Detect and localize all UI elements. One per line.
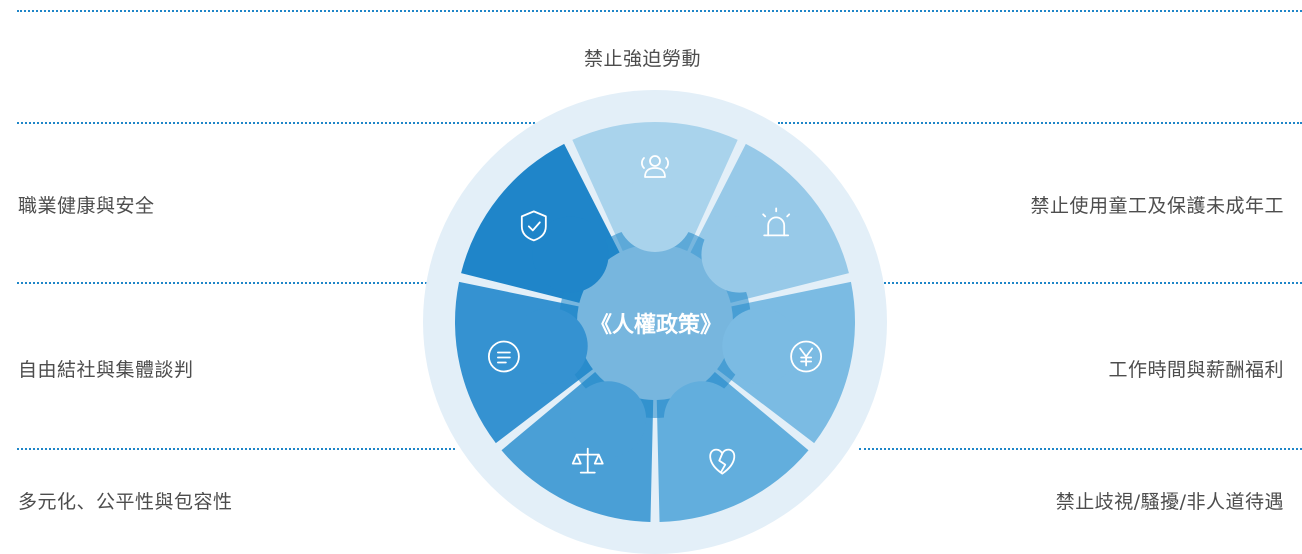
- center-hub: [559, 226, 751, 418]
- label-freedom-association: 自由結社與集體談判: [18, 359, 194, 381]
- divider-right-2: [881, 282, 1302, 284]
- shield-check-icon: [520, 210, 547, 242]
- label-working-hours-pay: 工作時間與薪酬福利: [1108, 359, 1284, 381]
- yen-icon: [790, 340, 823, 373]
- segment-bite: [663, 381, 740, 458]
- divider-left-2: [17, 282, 435, 284]
- segment-bite: [701, 216, 778, 293]
- segment-bite: [617, 176, 693, 252]
- balance-scale-icon: [571, 447, 604, 474]
- segment-bite: [722, 308, 799, 385]
- divider-top: [17, 10, 1302, 12]
- label-health-safety: 職業健康與安全: [18, 195, 155, 217]
- center-title: 《人權政策》: [589, 313, 722, 338]
- chat-icon: [487, 340, 520, 373]
- label-diversity-inclusion: 多元化、公平性與包容性: [18, 491, 233, 513]
- segment-bite: [570, 381, 647, 458]
- segment-bites: [511, 176, 799, 458]
- divider-right-3: [859, 448, 1302, 450]
- segment-icons: [487, 155, 823, 475]
- divider-left-3: [17, 448, 455, 450]
- label-forced-labour: 禁止強迫勞動: [584, 48, 702, 70]
- label-anti-discrimination: 禁止歧視/騷擾/非人道待遇: [1055, 491, 1284, 513]
- label-child-labour: 禁止使用童工及保護未成年工: [1030, 195, 1284, 217]
- people-icon: [641, 155, 669, 178]
- divider-left-1: [17, 122, 535, 124]
- divider-right-1: [778, 122, 1302, 124]
- segment-bite: [532, 216, 609, 293]
- broken-heart-icon: [709, 448, 736, 475]
- alarm-icon: [762, 207, 791, 237]
- segment-bite: [511, 308, 588, 385]
